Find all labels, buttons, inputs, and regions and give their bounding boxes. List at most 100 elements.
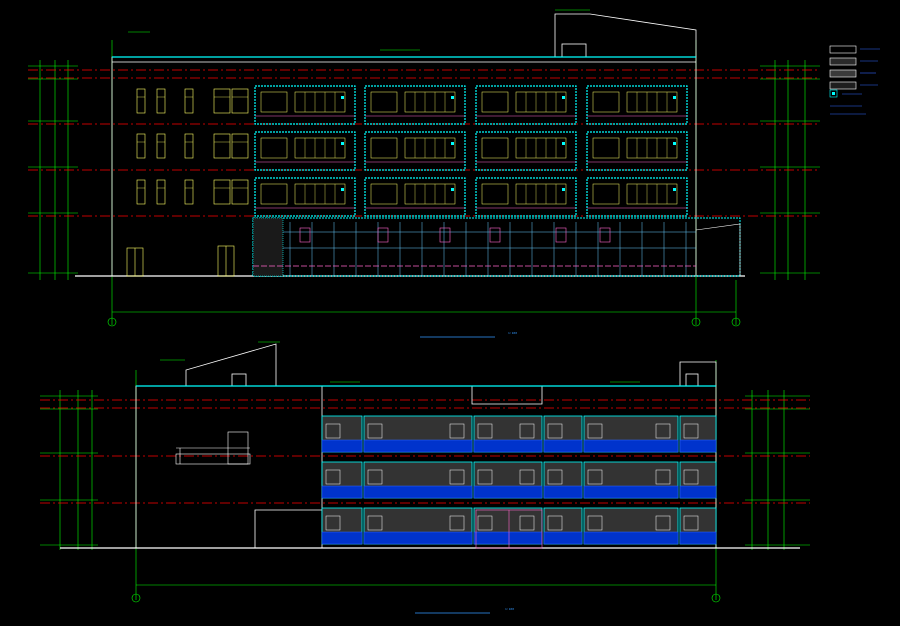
window [683,469,699,485]
window [260,91,288,113]
window [325,469,341,485]
window [519,469,535,485]
window [481,183,509,205]
window [156,88,166,114]
window [547,515,563,531]
top-doors [126,245,235,277]
window-bay [475,131,577,171]
window [184,88,194,114]
vent [451,142,454,145]
window [481,137,509,159]
vent [673,188,676,191]
balcony-rail [321,485,363,499]
balcony-rail [473,485,543,499]
balcony-rail [679,531,717,545]
window [592,137,620,159]
balcony-rail [363,439,473,453]
window [367,423,383,439]
vent [341,96,344,99]
top-window-bays [254,85,688,217]
window [592,183,620,205]
window [655,515,671,531]
window [294,137,346,159]
column-capital [555,227,567,243]
window [184,133,194,159]
vent [341,142,344,145]
balcony-rail [679,439,717,453]
window [683,423,699,439]
window [325,423,341,439]
window [325,515,341,531]
bottom-balcony-bays [321,415,717,545]
window [626,137,678,159]
vent [562,142,565,145]
vent [451,188,454,191]
window-bay [586,131,688,171]
window [231,88,249,114]
balcony-rail [583,531,679,545]
column-capital [489,227,501,243]
window [213,179,231,205]
window-bay [254,85,356,125]
window [515,91,567,113]
window [184,179,194,205]
window [370,137,398,159]
window [294,91,346,113]
window [519,423,535,439]
window [294,183,346,205]
window [404,91,456,113]
window [683,515,699,531]
window [592,91,620,113]
vent [673,142,676,145]
window [404,137,456,159]
window [370,183,398,205]
bottom-balcony-detail [175,431,251,465]
window [547,469,563,485]
bottom-entry [475,509,543,549]
window-bay [475,85,577,125]
window [404,183,456,205]
window [587,469,603,485]
window [136,133,146,159]
window [587,423,603,439]
window [231,133,249,159]
column-capital [299,227,311,243]
window-bay [364,85,466,125]
bottom-level-ticks [40,395,810,546]
top-storefront [252,217,741,277]
window [367,515,383,531]
balcony-rail [473,531,543,545]
balcony-rail [363,531,473,545]
vent [562,188,565,191]
window-bay [254,131,356,171]
window [655,423,671,439]
window [449,423,465,439]
balcony-rail [363,485,473,499]
balcony-rail [583,485,679,499]
bottom-elevation: 1:100 [40,341,810,614]
bottom-axis-bubbles [131,593,721,603]
vent [341,188,344,191]
balcony-rail [321,439,363,453]
window [626,183,678,205]
top-level-ticks [28,65,820,274]
window [515,183,567,205]
top-left-windows [136,88,249,205]
column-capital [439,227,451,243]
window [367,469,383,485]
window [519,515,535,531]
vent [562,96,565,99]
window [136,88,146,114]
top-axis-bubbles [107,317,741,327]
window [213,133,231,159]
window [481,91,509,113]
window [449,469,465,485]
column-capital [377,227,389,243]
balcony-rail [473,439,543,453]
vent [451,96,454,99]
window [477,469,493,485]
column-capital [599,227,611,243]
window [370,91,398,113]
window [136,179,146,205]
